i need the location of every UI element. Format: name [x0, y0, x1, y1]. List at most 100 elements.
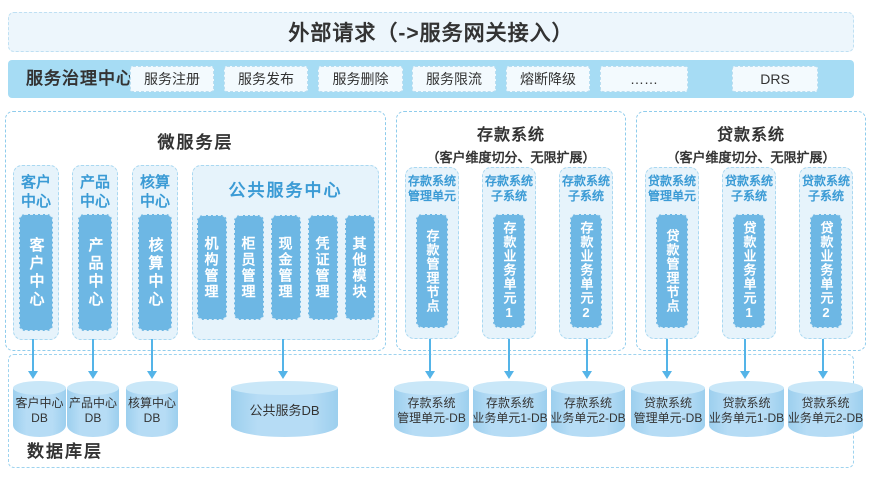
cylinder-body: [473, 388, 547, 437]
card-public-service-center: 公共服务中心 机构管理 柜员管理 现金管理 凭证管理 其他模块: [192, 165, 379, 340]
chip-service-throttle: 服务限流: [412, 66, 496, 92]
chip-service-delete: 服务删除: [318, 66, 403, 92]
db-public-service-line1: 公共服务DB: [249, 403, 320, 418]
db-loan-unit-2-line1: 贷款系统: [801, 396, 850, 410]
db-deposit-unit-2-line2: 业务单元2-DB: [550, 411, 626, 425]
db-product-line2: DB: [84, 411, 102, 425]
panel-loan-system: 贷款系统 （客户维度切分、无限扩展） 贷款系统管理单元 贷款管理节点 贷款系统子…: [636, 111, 866, 351]
service-governance-bar: 服务治理中心 服务注册 服务发布 服务删除 服务限流 熔断降级 …… DRS: [8, 60, 854, 98]
deposit-business-unit-2: 存款业务单元2: [570, 214, 602, 328]
governance-label: 服务治理中心: [26, 69, 134, 88]
customer-center-header: 客户中心: [20, 174, 51, 210]
deposit-mgmt-unit-header: 存款系统管理单元: [407, 174, 456, 203]
cylinder-body: [13, 388, 66, 437]
flow-arrow: [504, 339, 514, 380]
chip-service-publish: 服务发布: [224, 66, 308, 92]
flow-arrow: [278, 339, 288, 380]
deposit-mgmt-node-label: 存款管理节点: [424, 229, 440, 313]
db-deposit-mgmt-unit: 存款系统管理单元-DB: [394, 381, 469, 437]
cylinder-body: [709, 388, 784, 437]
card-deposit-subsystem-2: 存款系统子系统 存款业务单元2: [559, 167, 613, 339]
product-center-unit-label: 产品中心: [86, 236, 104, 309]
cylinder-body: [231, 388, 338, 437]
module-org-management-label: 机构管理: [203, 235, 220, 300]
db-loan-mgmt-unit: 贷款系统管理单元-DB: [631, 381, 705, 437]
public-service-center-title: 公共服务中心: [228, 181, 343, 200]
loan-mgmt-node-label: 贷款管理节点: [664, 229, 680, 313]
card-loan-subsystem-1: 贷款系统子系统 贷款业务单元1: [722, 167, 776, 339]
product-center-unit: 产品中心: [78, 214, 112, 331]
db-deposit-mgmt-line1: 存款系统: [407, 396, 456, 410]
cylinder-body: [67, 388, 119, 437]
panel-microservice-layer: 微服务层 客户中心 客户中心 产品中心 产品中心 核算中心 核算中心 公共服务中…: [5, 111, 386, 351]
db-customer-line2: DB: [31, 411, 48, 425]
cylinder-body: [126, 388, 178, 437]
cylinder-top: [709, 381, 784, 395]
db-loan-mgmt-line2: 管理单元-DB: [633, 411, 703, 425]
chip-ellipsis: ……: [600, 66, 688, 92]
accounting-center-header: 核算中心: [139, 174, 170, 210]
flow-arrow: [740, 339, 750, 380]
microservice-layer-title: 微服务层: [157, 133, 234, 152]
db-deposit-unit-1-line2: 业务单元1-DB: [472, 411, 548, 425]
chip-drs: DRS: [732, 66, 818, 92]
deposit-system-subtitle: （客户维度切分、无限扩展）: [426, 150, 596, 165]
cylinder-top: [394, 381, 469, 395]
loan-business-unit-2-label: 贷款业务单元2: [818, 221, 834, 321]
deposit-mgmt-node: 存款管理节点: [416, 214, 448, 328]
db-deposit-unit-1-line1: 存款系统: [485, 396, 534, 410]
db-loan-unit-1-line2: 业务单元1-DB: [708, 411, 785, 425]
cylinder-body: [788, 388, 863, 437]
deposit-system-title: 存款系统: [476, 127, 545, 144]
flow-arrow: [425, 339, 435, 380]
card-loan-subsystem-2: 贷款系统子系统 贷款业务单元2: [799, 167, 853, 339]
loan-mgmt-node: 贷款管理节点: [656, 214, 688, 328]
module-other: 其他模块: [344, 215, 375, 320]
cylinder-top: [126, 381, 178, 395]
flow-arrow: [88, 339, 98, 380]
chip-service-register: 服务注册: [130, 66, 214, 92]
customer-center-unit-label: 客户中心: [27, 236, 45, 309]
cylinder-top: [631, 381, 705, 395]
db-deposit-unit-2-line1: 存款系统: [563, 396, 612, 410]
cylinder-body: [551, 388, 625, 437]
module-cash-management-label: 现金管理: [277, 235, 294, 300]
module-teller-management-label: 柜员管理: [240, 235, 257, 300]
cylinder-top: [67, 381, 119, 395]
card-loan-mgmt-unit: 贷款系统管理单元 贷款管理节点: [645, 167, 699, 339]
loan-system-title: 贷款系统: [716, 127, 785, 144]
flow-arrow: [582, 339, 592, 380]
accounting-center-unit-label: 核算中心: [146, 236, 164, 309]
chip-circuit-breaker: 熔断降级: [506, 66, 590, 92]
module-teller-management: 柜员管理: [233, 215, 264, 320]
cylinder-body: [394, 388, 469, 437]
db-customer-line1: 客户中心: [15, 396, 64, 410]
customer-center-unit: 客户中心: [19, 214, 53, 331]
panel-deposit-system: 存款系统 （客户维度切分、无限扩展） 存款系统管理单元 存款管理节点 存款系统子…: [396, 111, 626, 351]
cylinder-top: [13, 381, 66, 395]
cylinder-body: [631, 388, 705, 437]
module-org-management: 机构管理: [196, 215, 227, 320]
db-public-service: 公共服务DB: [231, 381, 338, 437]
module-cash-management: 现金管理: [270, 215, 301, 320]
cylinder-top: [231, 381, 338, 395]
db-accounting-line1: 核算中心: [127, 396, 176, 410]
external-request-banner: 外部请求（->服务网关接入）: [8, 12, 854, 52]
db-loan-unit-2-line2: 业务单元2-DB: [787, 411, 864, 425]
deposit-business-unit-1: 存款业务单元1: [493, 214, 525, 328]
cylinder-top: [551, 381, 625, 395]
deposit-subsystem-1-header: 存款系统子系统: [484, 174, 533, 203]
flow-arrow: [28, 339, 38, 380]
db-loan-unit-1-line1: 贷款系统: [722, 396, 771, 410]
loan-subsystem-2-header: 贷款系统子系统: [801, 174, 850, 203]
deposit-subsystem-2-header: 存款系统子系统: [561, 174, 610, 203]
flow-arrow: [147, 339, 157, 380]
module-voucher-management: 凭证管理: [307, 215, 338, 320]
database-layer-label: 数据库层: [27, 442, 103, 461]
loan-system-subtitle: （客户维度切分、无限扩展）: [666, 150, 836, 165]
loan-mgmt-unit-header: 贷款系统管理单元: [647, 174, 696, 203]
flow-arrow: [818, 339, 828, 380]
